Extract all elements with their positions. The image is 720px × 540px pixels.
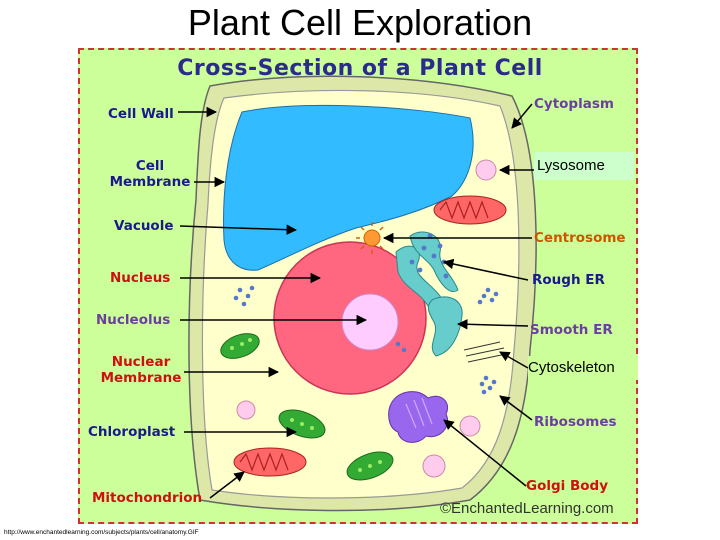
label-cytoplasm: Cytoplasm <box>534 96 614 112</box>
mitochondrion <box>233 447 307 477</box>
label-centrosome: Centrosome <box>534 230 626 246</box>
nucleolus <box>341 293 399 351</box>
label-cell-membrane: Cell Membrane <box>104 158 196 190</box>
label-cell-membrane-line1: Cell <box>135 158 165 174</box>
ribosomes <box>233 285 499 395</box>
slide-title: Plant Cell Exploration <box>187 2 533 43</box>
label-chloroplast: Chloroplast <box>88 424 176 440</box>
source-url: http://www.enchantedlearning.com/subject… <box>4 529 199 536</box>
label-rough-er: Rough ER <box>532 272 605 288</box>
label-golgi-body: Golgi Body <box>526 478 609 494</box>
centrosome <box>356 222 388 254</box>
credit-text: ©EnchantedLearning.com <box>440 500 614 517</box>
label-nucleolus: Nucleolus <box>96 312 171 328</box>
label-cell-membrane-line2: Membrane <box>109 174 191 190</box>
label-cytoskeleton: Cytoskeleton <box>528 356 638 380</box>
lysosome <box>475 159 497 181</box>
pointer-lines <box>178 106 368 499</box>
label-smooth-er: Smooth ER <box>530 322 613 338</box>
label-cell-wall: Cell Wall <box>108 106 174 122</box>
golgi-body <box>388 391 448 443</box>
label-ribosomes: Ribosomes <box>534 414 617 430</box>
label-nuclear-membrane: Nuclear Membrane <box>96 354 186 386</box>
lysosome <box>459 415 481 437</box>
label-nucleus: Nucleus <box>110 270 171 286</box>
label-nuclear-membrane-line1: Nuclear <box>111 354 171 370</box>
label-vacuole: Vacuole <box>114 218 174 234</box>
lysosome <box>422 454 446 478</box>
smooth-er <box>427 296 463 357</box>
lysosome <box>236 400 256 420</box>
label-lysosome: Lysosome <box>534 152 634 180</box>
label-nuclear-membrane-line2: Membrane <box>100 370 182 386</box>
mitochondrion <box>433 195 507 225</box>
label-mitochondrion: Mitochondrion <box>92 490 203 506</box>
